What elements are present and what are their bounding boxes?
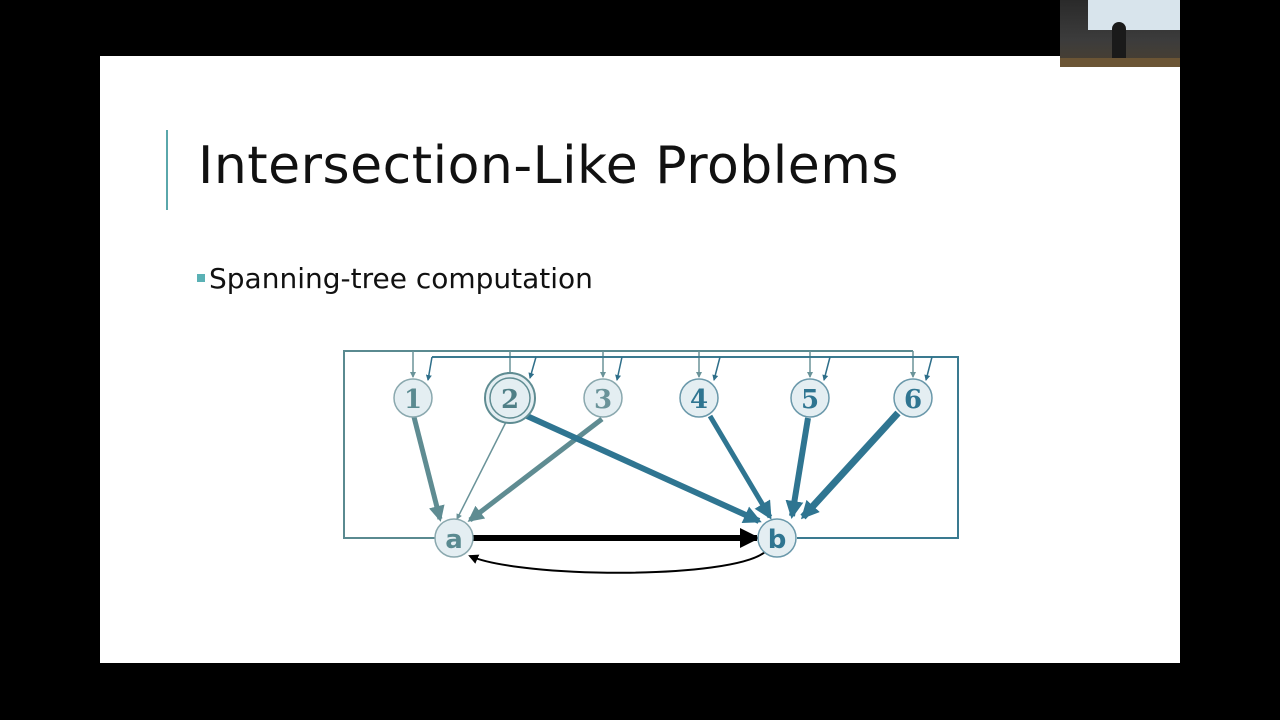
- lectern: [1060, 58, 1180, 67]
- slide: Intersection-Like Problems Spanning-tree…: [100, 56, 1180, 663]
- edges-to-b: [525, 410, 901, 524]
- slide-title: Intersection-Like Problems: [198, 136, 899, 196]
- node-1: 1: [393, 378, 433, 418]
- bullet-item: Spanning-tree computation: [197, 262, 593, 295]
- node-a: a: [434, 518, 474, 558]
- node-3-label: 3: [594, 385, 612, 415]
- node-3: 3: [583, 378, 623, 418]
- node-6-label: 6: [904, 385, 922, 415]
- title-accent-bar: [166, 130, 168, 210]
- edges-to-a: [411, 416, 604, 522]
- presenter-webcam-thumbnail: [1060, 0, 1180, 67]
- node-2-label: 2: [501, 385, 519, 415]
- edges-a-b: [468, 528, 766, 574]
- node-2: 2: [484, 372, 536, 424]
- node-6: 6: [893, 378, 933, 418]
- feedback-loop-b: [425, 356, 959, 539]
- node-a-label: a: [445, 525, 463, 555]
- node-4: 4: [679, 378, 719, 418]
- node-4-label: 4: [690, 385, 708, 415]
- node-5: 5: [790, 378, 830, 418]
- node-b: b: [757, 518, 797, 558]
- bullet-text: Spanning-tree computation: [209, 262, 593, 295]
- bullet-square-icon: [197, 274, 205, 282]
- projector-screen: [1088, 0, 1180, 30]
- node-1-label: 1: [404, 385, 422, 415]
- feedback-loop-a: [343, 350, 916, 539]
- presenter-figure: [1112, 22, 1126, 66]
- node-b-label: b: [768, 525, 787, 555]
- node-5-label: 5: [801, 385, 819, 415]
